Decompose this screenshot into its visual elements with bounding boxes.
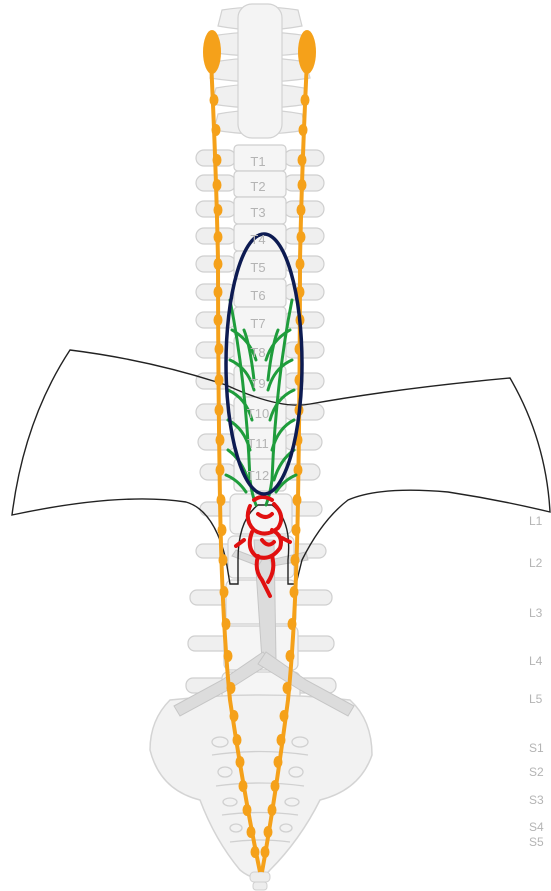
ganglion-dot: [214, 286, 223, 298]
ganglion-dot: [215, 343, 224, 355]
ganglion-dot: [299, 124, 308, 136]
ganglion-dot: [215, 404, 224, 416]
label-t8: T8: [250, 345, 265, 360]
ganglion-dot: [296, 258, 305, 270]
ganglion-dot: [210, 94, 219, 106]
ganglion-dot: [261, 846, 270, 858]
ganglion-dot: [214, 231, 223, 243]
ganglion-dot: [214, 314, 223, 326]
label-l2: L2: [529, 556, 543, 570]
label-t5: T5: [250, 260, 265, 275]
label-t10: T10: [247, 406, 269, 421]
label-s1: S1: [529, 741, 544, 755]
label-t4: T4: [250, 232, 265, 247]
ganglion-dot: [251, 846, 260, 858]
ganglion-dot: [288, 618, 297, 630]
ganglion-dot: [268, 804, 277, 816]
ganglion-dot: [239, 780, 248, 792]
ganglion-dot: [216, 464, 225, 476]
ganglion-dot: [292, 524, 301, 536]
ganglion-dot: [247, 826, 256, 838]
ganglion-dot: [215, 374, 224, 386]
ganglion-dot: [218, 524, 227, 536]
ganglion-dot: [298, 154, 307, 166]
ganglion-dot: [293, 494, 302, 506]
ganglion-superior-cervical-left: [203, 30, 221, 74]
ganglion-dot: [291, 554, 300, 566]
label-t9: T9: [250, 376, 265, 391]
ganglion-dot: [220, 586, 229, 598]
label-s4: S4: [529, 820, 544, 834]
ganglion-dot: [217, 494, 226, 506]
coccyx: [250, 872, 270, 890]
ganglion-dot: [214, 204, 223, 216]
label-l3: L3: [529, 606, 543, 620]
cervical-vertebrae: [208, 4, 312, 138]
label-t3: T3: [250, 205, 265, 220]
ganglion-dot: [227, 682, 236, 694]
ganglion-dot: [297, 231, 306, 243]
label-t2: T2: [250, 179, 265, 194]
ganglion-dot: [233, 734, 242, 746]
label-t12: T12: [247, 468, 269, 483]
ganglion-dot: [236, 756, 245, 768]
label-s5: S5: [529, 835, 544, 849]
ganglion-dot: [271, 780, 280, 792]
ganglion-dot: [222, 618, 231, 630]
ganglion-dot: [213, 154, 222, 166]
ganglion-dot: [213, 179, 222, 191]
ganglion-dot: [264, 826, 273, 838]
ganglion-superior-cervical-right: [298, 30, 316, 74]
ganglion-dot: [243, 804, 252, 816]
label-s2: S2: [529, 765, 544, 779]
ganglion-dot: [219, 554, 228, 566]
label-t7: T7: [250, 316, 265, 331]
ganglion-dot: [277, 734, 286, 746]
label-l4: L4: [529, 654, 543, 668]
label-t6: T6: [250, 288, 265, 303]
ganglion-dot: [283, 682, 292, 694]
ganglion-dot: [216, 434, 225, 446]
ganglion-dot: [280, 710, 289, 722]
ganglion-dot: [297, 204, 306, 216]
ganglion-dot: [230, 710, 239, 722]
label-s3: S3: [529, 793, 544, 807]
ganglion-dot: [274, 756, 283, 768]
label-t1: T1: [250, 154, 265, 169]
ganglion-dot: [290, 586, 299, 598]
ganglion-dot: [214, 258, 223, 270]
ganglion-dot: [301, 94, 310, 106]
ganglion-dot: [224, 650, 233, 662]
ganglion-dot: [212, 124, 221, 136]
ganglion-dot: [298, 179, 307, 191]
label-l1: L1: [529, 514, 543, 528]
label-l5: L5: [529, 692, 543, 706]
ganglion-dot: [286, 650, 295, 662]
label-t11: T11: [247, 436, 268, 451]
